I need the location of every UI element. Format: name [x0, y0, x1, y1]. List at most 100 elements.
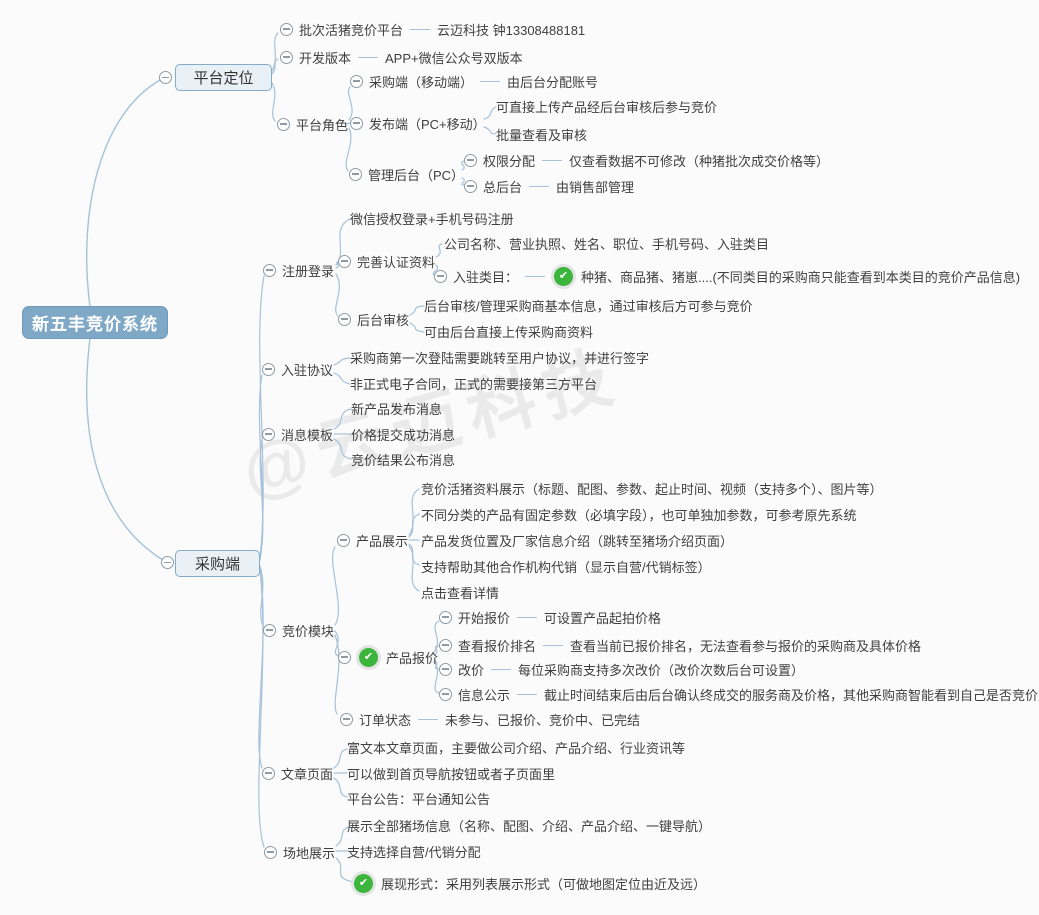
- root-node[interactable]: 新五丰竞价系统: [22, 306, 168, 339]
- topic-purchase[interactable]: 采购端: [175, 550, 260, 577]
- collapse-icon[interactable]: [280, 22, 293, 36]
- node-publisher-item: 批量查看及审核: [496, 124, 587, 144]
- collapse-icon[interactable]: [340, 712, 353, 726]
- node-label[interactable]: 订单状态: [359, 712, 412, 728]
- node-text[interactable]: 采购商第一次登陆需要跳转至用户协议，并进行签字: [350, 350, 650, 366]
- node-text[interactable]: 竞价结果公布消息: [351, 452, 456, 468]
- collapse-icon[interactable]: [338, 650, 351, 664]
- node-label[interactable]: 入驻类目：: [453, 269, 519, 285]
- node-text[interactable]: 竞价活猪资料展示（标题、配图、参数、起止时间、视频（支持多个）、图片等）: [421, 481, 883, 497]
- dash-connector: [418, 718, 439, 720]
- collapse-icon[interactable]: [338, 312, 351, 326]
- collapse-icon[interactable]: [439, 662, 452, 676]
- collapse-icon[interactable]: [277, 117, 290, 131]
- node-text[interactable]: 非正式电子合同，正式的需要接第三方平台: [350, 376, 598, 392]
- node-label[interactable]: 发布端（PC+移动）: [369, 116, 486, 132]
- node-text[interactable]: 展示全部猪场信息（名称、配图、介绍、产品介绍、一键导航）: [347, 818, 712, 834]
- collapse-icon[interactable]: [464, 179, 477, 193]
- node-note[interactable]: 种猪、商品猪、猪崽....(不同类目的采购商只能查看到本类目的竞价产品信息): [581, 269, 1021, 285]
- node-label[interactable]: 管理后台（PC）: [368, 167, 465, 183]
- node-note[interactable]: 截止时间结束后由后台确认终成交的服务商及价格，其他采购商智能看到自己是否竞价成功: [544, 687, 1039, 703]
- collapse-icon[interactable]: [439, 610, 452, 624]
- collapse-icon[interactable]: [161, 556, 174, 569]
- node-label[interactable]: 产品报价: [386, 650, 439, 666]
- node-text[interactable]: 产品发货位置及厂家信息介绍（跳转至猪场介绍页面）: [421, 533, 734, 549]
- node-text[interactable]: 展现形式：采用列表展示形式（可做地图定位由近及远）: [381, 876, 707, 892]
- collapse-icon[interactable]: [262, 766, 275, 780]
- node-text[interactable]: 平台公告：平台通知公告: [347, 791, 491, 807]
- node-category: 入驻类目： ✔ 种猪、商品猪、猪崽....(不同类目的采购商只能查看到本类目的竞…: [434, 266, 1020, 286]
- node-text[interactable]: 富文本文章页面，主要做公司介绍、产品介绍、行业资讯等: [347, 740, 686, 756]
- node-label[interactable]: 权限分配: [483, 153, 536, 169]
- node-text[interactable]: 支持帮助其他合作机构代销（显示自营/代销标签）: [421, 559, 711, 575]
- node-label[interactable]: 开始报价: [458, 610, 511, 626]
- collapse-icon[interactable]: [338, 254, 351, 268]
- node-note[interactable]: 云迈科技 钟13308488181: [437, 22, 586, 38]
- node-platform-roles: 平台角色: [277, 114, 348, 134]
- collapse-icon[interactable]: [350, 116, 363, 130]
- node-label[interactable]: 消息模板: [281, 427, 334, 443]
- node-venue-item: ✔ 展现形式：采用列表展示形式（可做地图定位由近及远）: [352, 873, 706, 893]
- node-label[interactable]: 注册登录: [282, 263, 335, 279]
- node-label[interactable]: 后台审核: [357, 312, 410, 328]
- topic-platform[interactable]: 平台定位: [175, 64, 272, 91]
- node-quote-start: 开始报价 可设置产品起拍价格: [439, 607, 661, 627]
- collapse-icon[interactable]: [159, 71, 172, 84]
- node-label[interactable]: 场地展示: [283, 845, 336, 861]
- collapse-icon[interactable]: [337, 533, 350, 547]
- node-label[interactable]: 完善认证资料: [357, 254, 436, 270]
- node-note[interactable]: 由后台分配账号: [507, 74, 599, 90]
- node-text[interactable]: 支持选择自营/代销分配: [347, 844, 481, 860]
- collapse-icon[interactable]: [280, 50, 293, 64]
- node-note[interactable]: 未参与、已报价、竞价中、已完结: [445, 712, 641, 728]
- node-text[interactable]: 公司名称、营业执照、姓名、职位、手机号码、入驻类目: [444, 236, 770, 252]
- node-note[interactable]: 查看当前已报价排名，无法查看参与报价的采购商及具体价格: [570, 638, 922, 654]
- node-label[interactable]: 开发版本: [299, 50, 352, 66]
- node-text[interactable]: 后台审核/管理采购商基本信息，通过审核后方可参与竞价: [424, 298, 753, 314]
- node-text[interactable]: 不同分类的产品有固定参数（必填字段），也可单独加参数，可参考原先系统: [421, 507, 857, 523]
- node-label[interactable]: 采购端（移动端）: [369, 74, 474, 90]
- node-publisher-item: 可直接上传产品经后台审核后参与竞价: [496, 96, 717, 116]
- collapse-icon[interactable]: [464, 153, 477, 167]
- collapse-icon[interactable]: [263, 623, 276, 637]
- node-label[interactable]: 信息公示: [458, 687, 511, 703]
- node-label[interactable]: 批次活猪竞价平台: [299, 22, 404, 38]
- node-agreement: 入驻协议: [262, 359, 333, 379]
- node-note[interactable]: 可设置产品起拍价格: [544, 610, 662, 626]
- collapse-icon[interactable]: [434, 269, 447, 283]
- node-label[interactable]: 查看报价排名: [458, 638, 537, 654]
- node-text[interactable]: 点击查看详情: [421, 585, 500, 601]
- node-display: 产品展示: [337, 530, 408, 550]
- collapse-icon[interactable]: [439, 687, 452, 701]
- node-review-item: 后台审核/管理采购商基本信息，通过审核后方可参与竞价: [424, 295, 753, 315]
- node-label[interactable]: 产品展示: [356, 533, 409, 549]
- collapse-icon[interactable]: [349, 167, 362, 181]
- node-note[interactable]: 由销售部管理: [556, 179, 635, 195]
- node-messages: 消息模板: [262, 424, 333, 444]
- node-label[interactable]: 改价: [458, 662, 485, 678]
- dash-connector: [529, 185, 550, 187]
- collapse-icon[interactable]: [350, 74, 363, 88]
- node-agreement-item: 非正式电子合同，正式的需要接第三方平台: [350, 373, 597, 393]
- collapse-icon[interactable]: [263, 263, 276, 277]
- node-label[interactable]: 文章页面: [281, 766, 334, 782]
- collapse-icon[interactable]: [264, 845, 277, 859]
- collapse-icon[interactable]: [439, 638, 452, 652]
- node-note[interactable]: APP+微信公众号双版本: [385, 50, 523, 66]
- node-text[interactable]: 可由后台直接上传采购商资料: [424, 324, 594, 340]
- node-label[interactable]: 竞价模块: [282, 623, 335, 639]
- node-label[interactable]: 入驻协议: [281, 362, 334, 378]
- node-text[interactable]: 新产品发布消息: [351, 401, 443, 417]
- node-label[interactable]: 总后台: [483, 179, 523, 195]
- node-text[interactable]: 可以做到首页导航按钮或者子页面里: [347, 766, 556, 782]
- node-label[interactable]: 平台角色: [296, 117, 349, 133]
- node-note[interactable]: 仅查看数据不可修改（种猪批次成交价格等）: [569, 153, 830, 169]
- node-text[interactable]: 价格提交成功消息: [351, 427, 456, 443]
- collapse-icon[interactable]: [262, 427, 275, 441]
- collapse-icon[interactable]: [262, 362, 275, 376]
- node-text[interactable]: 微信授权登录+手机号码注册: [350, 211, 514, 227]
- node-text[interactable]: 可直接上传产品经后台审核后参与竞价: [496, 99, 718, 115]
- node-note[interactable]: 每位采购商支持多次改价（改价次数后台可设置）: [518, 662, 805, 678]
- node-text[interactable]: 批量查看及审核: [496, 127, 588, 143]
- node-agreement-item: 采购商第一次登陆需要跳转至用户协议，并进行签字: [350, 347, 649, 367]
